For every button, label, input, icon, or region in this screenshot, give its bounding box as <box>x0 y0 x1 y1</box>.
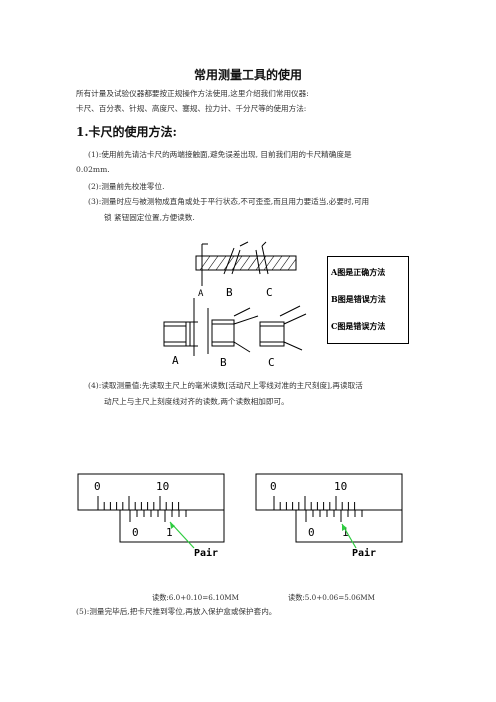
intro-line-1: 所有计量及试验仪器都要按正规操作方法使用,这里介绍我们常用仪器: <box>76 89 309 98</box>
arrow-head-icon <box>342 524 347 531</box>
page-title: 常用测量工具的使用 <box>193 68 302 82</box>
step-1-line-2: 0.02mm. <box>76 165 110 174</box>
legend-b: B图是错误方法 <box>331 294 386 304</box>
caliper-usage-figure: A B C A B C <box>163 241 307 368</box>
hatched-rod <box>195 255 297 271</box>
pointer-label-right: Pair <box>352 547 376 559</box>
vernier-label-1: 1 <box>166 526 173 539</box>
vernier-scale-right: 0 10 0 1 Pair <box>255 473 403 559</box>
step-5: (5):测量完毕后,把卡尺推到零位,再放入保护盒或保护套内。 <box>76 607 277 616</box>
reading-left: 读数:6.0+0.10=6.10MM <box>152 593 239 602</box>
main-label-10: 10 <box>156 480 169 493</box>
vernier-slider <box>295 509 403 543</box>
step-3-line-2: 锁 紧钮固定位置,方便读数. <box>104 213 195 222</box>
step-4-line-1: (4):读取测量值:先读取主尺上的毫米读数[活动尺上零线对准的主尺刻度],再读取… <box>88 381 363 390</box>
reading-right: 读数:5.0+0.06=5.06MM <box>288 593 375 602</box>
step-4-line-2: 动尺上与主尺上刻度线对齐的读数,两个读数相加即可。 <box>104 397 289 406</box>
fig-label-bottom-c: C <box>268 356 275 368</box>
fig-label-top-a: A <box>198 289 204 299</box>
arrow-head-icon <box>170 522 175 529</box>
step-3-line-1: (3):测量时应与被测物成直角或处于平行状态,不可歪歪,而且用力要适当,必要时,… <box>88 197 370 206</box>
step-2: (2):测量前先校准零位. <box>88 182 165 191</box>
method-legend-box: A图是正确方法 B图是错误方法 C图是错误方法 <box>327 256 409 344</box>
intro-line-2: 卡尺、百分表、针规、高度尺、塞规、拉力计、千分尺等的使用方法: <box>76 104 307 113</box>
fig-label-bottom-a: A <box>172 354 179 367</box>
step-1-line-1: (1):使用前先请沽卡尺的两端接触面,避免误差出现, 目前我们用的卡尺精确度是 <box>88 150 352 159</box>
fig-label-bottom-b: B <box>220 356 227 368</box>
fig-label-top-c: C <box>266 286 273 299</box>
section-heading-caliper: 1.卡尺的使用方法: <box>76 125 177 139</box>
main-label-0: 0 <box>270 480 277 493</box>
pointer-label-left: Pair <box>194 547 218 559</box>
main-label-10: 10 <box>334 480 347 493</box>
vernier-label-0: 0 <box>132 526 139 539</box>
vernier-scale-left: 0 10 0 1 Pair <box>77 473 225 559</box>
legend-a: A图是正确方法 <box>331 267 386 277</box>
fig-label-top-b: B <box>226 286 233 299</box>
vernier-label-0: 0 <box>308 526 315 539</box>
main-label-0: 0 <box>94 480 101 493</box>
main-scale-body <box>255 473 403 511</box>
vernier-label-1: 1 <box>342 526 349 539</box>
legend-c: C图是错误方法 <box>331 321 386 331</box>
